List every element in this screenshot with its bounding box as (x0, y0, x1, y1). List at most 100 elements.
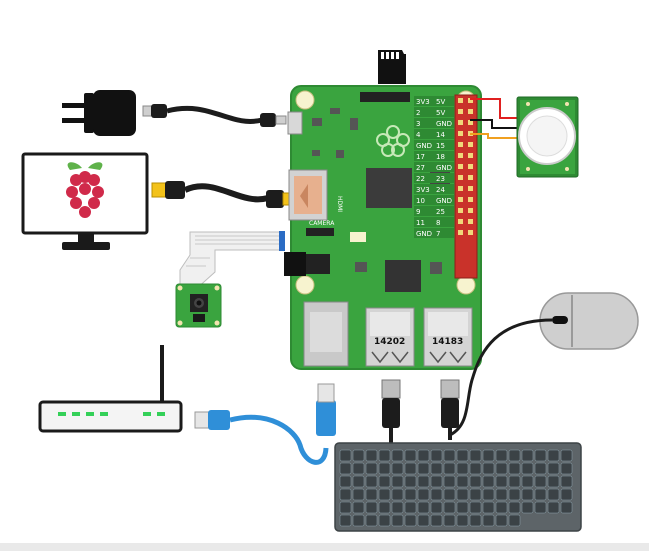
keyboard-key (404, 475, 417, 488)
keyboard-key (560, 475, 573, 488)
keyboard-key (417, 475, 430, 488)
gpio-pin (468, 142, 473, 147)
keyboard-key (495, 449, 508, 462)
keyboard-key (391, 449, 404, 462)
gpio-pin (458, 142, 463, 147)
pin-label-bg (414, 162, 454, 172)
keyboard-key (443, 488, 456, 501)
keyboard-key (391, 488, 404, 501)
keyboard-key (469, 488, 482, 501)
keyboard-key (469, 475, 482, 488)
keyboard-key (365, 501, 378, 514)
keyboard-key (482, 449, 495, 462)
gpio-pin (458, 219, 463, 224)
keyboard-key (365, 475, 378, 488)
keyboard-key (352, 475, 365, 488)
keyboard-key (443, 475, 456, 488)
gpio-pin (458, 197, 463, 202)
keyboard-key (508, 462, 521, 475)
power-adapter-icon (62, 90, 136, 136)
gpio-pin (458, 175, 463, 180)
gpio-pin (468, 98, 473, 103)
pin-label: GND (416, 230, 432, 238)
keyboard-key (430, 475, 443, 488)
gpio-pin (468, 219, 473, 224)
keyboard-key (560, 462, 573, 475)
keyboard-key (404, 449, 417, 462)
gpio-pin (468, 109, 473, 114)
keyboard-key (339, 462, 352, 475)
pin-label: 10 (416, 197, 425, 205)
gpio-pin (458, 120, 463, 125)
pin-label-bg (414, 195, 454, 205)
pin-label: 24 (436, 186, 445, 194)
pin-label: GND (436, 164, 452, 172)
keyboard-key (456, 488, 469, 501)
keyboard-key (430, 514, 443, 527)
keyboard-key (508, 501, 521, 514)
pin-label-bg (414, 140, 454, 150)
keyboard-key (352, 514, 365, 527)
pin-label: 25 (436, 208, 445, 216)
keyboard-key (430, 449, 443, 462)
keyboard-key (391, 462, 404, 475)
gpio-header (458, 98, 473, 235)
raspberry-pi-logo-icon (66, 162, 104, 218)
keyboard-key (456, 514, 469, 527)
pir-sensor-wires (470, 98, 520, 139)
pin-label: 14 (436, 131, 445, 139)
gpio-pin (458, 164, 463, 169)
hdmi-cable-icon (151, 181, 296, 208)
gpio-pin (458, 186, 463, 191)
keyboard-key (443, 449, 456, 462)
keyboard-key (365, 449, 378, 462)
keyboard-key (378, 514, 391, 527)
mouse-icon (539, 292, 639, 350)
pin-label-bg (414, 173, 454, 183)
pin-label-bg (414, 206, 454, 216)
keyboard-key (430, 488, 443, 501)
pin-label: GND (436, 120, 452, 128)
keyboard-key (339, 449, 352, 462)
keyboard-key (352, 501, 365, 514)
pin-label: 4 (416, 131, 421, 139)
pin-label: 23 (436, 175, 445, 183)
gpio-pin (468, 120, 473, 125)
power-cable (142, 104, 287, 127)
pin-label: GND (416, 142, 432, 150)
gpio-pin (468, 230, 473, 235)
gpio-pin (468, 186, 473, 191)
keyboard-key (391, 501, 404, 514)
keyboard-key (456, 462, 469, 475)
sd-card-icon (378, 50, 406, 84)
keyboard-key (547, 462, 560, 475)
camera-ribbon-cable (179, 231, 285, 291)
keyboard-key (456, 449, 469, 462)
gpio-pin (468, 164, 473, 169)
router-icon (38, 345, 183, 433)
gpio-pin (468, 197, 473, 202)
keyboard-key (508, 514, 521, 527)
keyboard-key (534, 488, 547, 501)
pin-label: 11 (416, 219, 425, 227)
keyboard-key (508, 488, 521, 501)
usb-port-left-label: 14202 (374, 337, 405, 347)
pin-label: 18 (436, 153, 445, 161)
keyboard-key (443, 514, 456, 527)
keyboard-key (404, 462, 417, 475)
usb-port-right-label: 14183 (432, 337, 463, 347)
keyboard-key (560, 488, 573, 501)
keyboard-key (339, 501, 352, 514)
keyboard-key (404, 501, 417, 514)
keyboard-key (443, 462, 456, 475)
keyboard-key (456, 475, 469, 488)
keyboard-keys (339, 449, 573, 527)
keyboard-key (534, 449, 547, 462)
keyboard-key (482, 514, 495, 527)
keyboard-key (508, 475, 521, 488)
keyboard-key (521, 462, 534, 475)
keyboard-key (547, 501, 560, 514)
pin-label: 9 (416, 208, 420, 216)
